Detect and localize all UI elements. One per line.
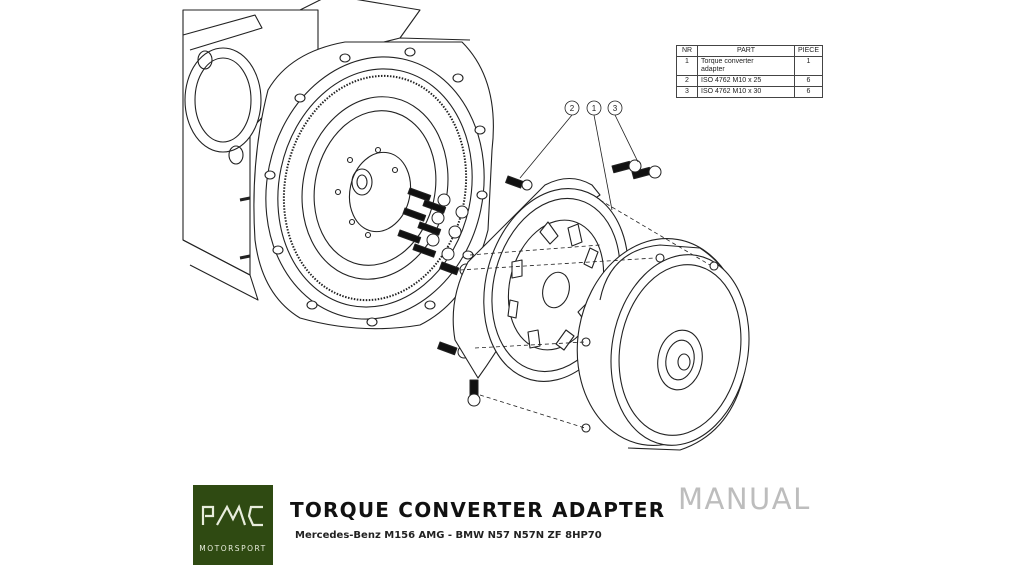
table-row: 2 ISO 4762 M10 x 25 6 (676, 75, 824, 87)
header-nr: NR (676, 45, 698, 57)
row-part: ISO 4762 M10 x 25 (697, 75, 795, 87)
header-part: PART (697, 45, 795, 57)
flywheel-bolts (397, 159, 662, 407)
row-part-line2: adapter (701, 66, 725, 73)
pmc-motorsport-logo: MOTORSPORT (193, 485, 273, 565)
row-nr: 3 (676, 86, 698, 98)
callout-3 (607, 100, 623, 116)
pmc-logo-mark-icon (201, 504, 263, 527)
parts-table-header: NR PART PIECE (676, 45, 824, 57)
logo-text: MOTORSPORT (199, 544, 267, 553)
callout-2 (564, 100, 580, 116)
manual-label: MANUAL (678, 482, 811, 516)
row-nr: 2 (676, 75, 698, 87)
row-nr: 1 (676, 56, 698, 76)
page-subtitle: Mercedes-Benz M156 AMG - BMW N57 N57N ZF… (295, 530, 602, 541)
page-title: TORQUE CONVERTER ADAPTER (290, 498, 666, 522)
row-piece: 6 (793, 75, 824, 87)
table-row: 3 ISO 4762 M10 x 30 6 (676, 86, 824, 98)
row-part: ISO 4762 M10 x 30 (697, 86, 795, 98)
assembly-guide-lines (459, 199, 711, 429)
callout-1 (586, 100, 602, 116)
callout-1-label: 1 (592, 104, 597, 113)
row-piece: 1 (793, 56, 824, 76)
callout-balloons: 2 1 3 (519, 100, 639, 211)
row-part-line1: Torque converter (701, 58, 754, 65)
callout-3-label: 3 (613, 104, 618, 113)
row-piece: 6 (793, 86, 824, 98)
callout-2-label: 2 (570, 104, 575, 113)
torque-converter (576, 238, 750, 451)
header-piece: PIECE (793, 45, 824, 57)
